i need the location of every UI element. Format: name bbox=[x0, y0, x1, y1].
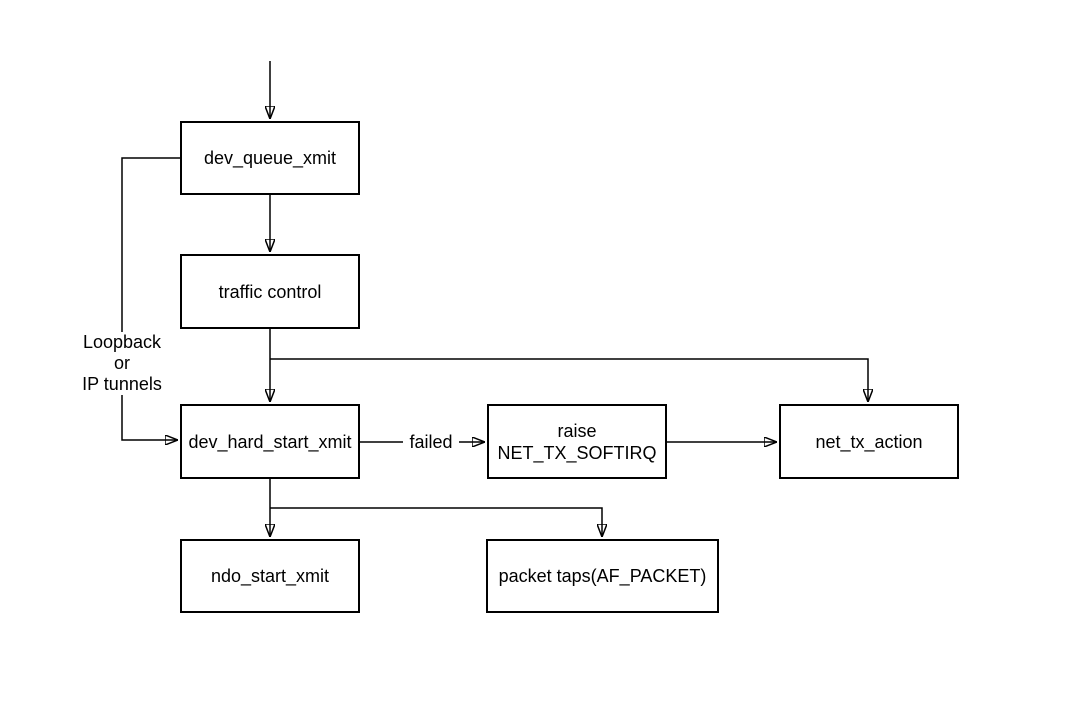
edge-label-failed: failed bbox=[403, 431, 459, 453]
edge-label-loopback-or-ip-tunnels: Loopback or IP tunnels bbox=[62, 332, 182, 395]
node-traffic-control-label: traffic control bbox=[218, 281, 322, 302]
node-net-tx-action-label: net_tx_action bbox=[815, 431, 923, 452]
edge-traffic-control-to-net-tx-action bbox=[270, 358, 868, 402]
node-packet-taps: packet taps(AF_PACKET) bbox=[486, 539, 719, 613]
node-ndo-start-xmit: ndo_start_xmit bbox=[180, 539, 360, 613]
edge-loopback-dev-queue-xmit-to-dev-hard-start-xmit bbox=[121, 157, 180, 440]
node-ndo-start-xmit-label: ndo_start_xmit bbox=[210, 566, 330, 586]
node-dev-queue-xmit: dev_queue_xmit bbox=[180, 121, 360, 195]
node-net-tx-action: net_tx_action bbox=[779, 404, 959, 479]
node-dev-hard-start-xmit-label: dev_hard_start_xmit bbox=[188, 431, 352, 452]
node-dev-hard-start-xmit: dev_hard_start_xmit bbox=[180, 404, 360, 479]
node-packet-taps-label: packet taps(AF_PACKET) bbox=[498, 566, 707, 586]
node-raise-net-tx-softirq: raise NET_TX_SOFTIRQ bbox=[487, 404, 667, 479]
node-traffic-control: traffic control bbox=[180, 254, 360, 329]
node-raise-net-tx-softirq-label: raise NET_TX_SOFTIRQ bbox=[497, 420, 657, 463]
edge-dev-hard-start-xmit-to-packet-taps bbox=[270, 507, 602, 537]
node-dev-queue-xmit-label: dev_queue_xmit bbox=[203, 148, 337, 168]
